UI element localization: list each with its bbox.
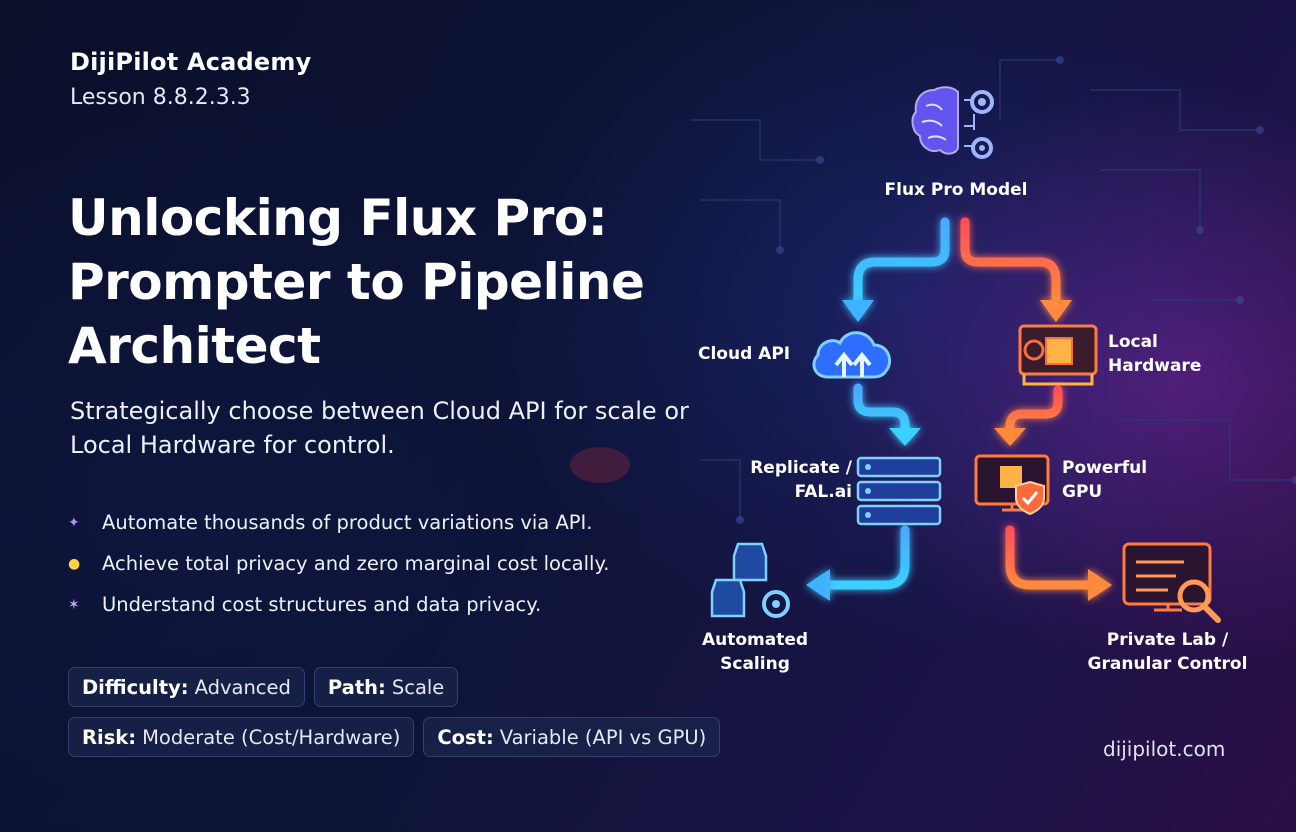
arrowhead-replicate: [889, 428, 921, 446]
tag-key: Difficulty:: [82, 675, 189, 699]
node-private-lab: Private Lab / Granular Control: [1087, 630, 1248, 674]
server-stack-icon: [856, 456, 942, 526]
brand-name: DijiPilot Academy: [70, 48, 312, 76]
list-item-text: Automate thousands of product variations…: [102, 511, 593, 534]
list-item-text: Understand cost structures and data priv…: [102, 593, 542, 616]
tag-key: Risk:: [82, 725, 137, 749]
page-title: Unlocking Flux Pro: Prompter to Pipeline…: [68, 189, 645, 375]
monitor-magnifier-icon: [1122, 542, 1221, 623]
node-automated-scaling: Automated Scaling: [701, 630, 809, 674]
arrow-cloud-to-replicate: [853, 383, 910, 435]
arrow-local-to-gpu: [1005, 385, 1063, 435]
list-item-text: Achieve total privacy and zero marginal …: [102, 552, 610, 575]
lightbulb-icon: ●: [68, 555, 81, 572]
arrowhead-lab: [1088, 569, 1112, 601]
list-item: ● Achieve total privacy and zero margina…: [68, 543, 708, 584]
arrow-model-to-cloud: [853, 217, 950, 305]
tag-key: Path:: [327, 675, 386, 699]
node-flux-pro-model: Flux Pro Model: [884, 180, 1028, 200]
node-local-hardware: Local Hardware: [1108, 332, 1202, 376]
tag-risk: Risk: Moderate (Cost/Hardware): [68, 717, 415, 757]
list-item: ✶ Understand cost structures and data pr…: [68, 584, 708, 625]
gpu-card-icon: [1018, 324, 1098, 386]
arrowhead-gpu: [994, 428, 1026, 446]
node-replicate: Replicate / FAL.ai: [750, 458, 852, 502]
list-item: ✦ Automate thousands of product variatio…: [68, 502, 708, 543]
arrowhead-cloud: [842, 300, 874, 322]
sparkle-icon: ✶: [68, 596, 80, 613]
tag-value: Variable (API vs GPU): [499, 725, 707, 749]
arrowhead-local: [1040, 300, 1072, 322]
tag-value: Scale: [391, 675, 445, 699]
monitor-shield-icon: [974, 454, 1050, 516]
arrow-replicate-to-scaling: [823, 525, 910, 590]
tag-cost: Cost: Variable (API vs GPU): [423, 717, 721, 757]
benefit-list: ✦ Automate thousands of product variatio…: [68, 502, 708, 625]
tag-difficulty: Difficulty: Advanced: [68, 667, 305, 707]
tag-path: Path: Scale: [313, 667, 459, 707]
rocket-icon: ✦: [68, 514, 80, 531]
brain-gears-icon: [911, 86, 994, 159]
site-url: dijipilot.com: [1103, 737, 1226, 761]
arrow-model-to-local: [960, 217, 1061, 305]
page-subtitle: Strategically choose between Cloud API f…: [70, 397, 689, 459]
lesson-tags: Difficulty: Advanced Path: Scale Risk: M…: [68, 667, 768, 767]
cloud-upload-icon: [812, 331, 891, 379]
tag-value: Advanced: [194, 675, 291, 699]
tag-value: Moderate (Cost/Hardware): [142, 725, 401, 749]
node-powerful-gpu: Powerful GPU: [1062, 458, 1148, 502]
tag-key: Cost:: [437, 725, 494, 749]
arrowhead-scaling: [806, 569, 830, 601]
node-cloud-api: Cloud API: [698, 344, 791, 364]
arrow-gpu-to-lab: [1005, 525, 1095, 590]
boxes-gear-icon: [710, 542, 790, 618]
lesson-number: Lesson 8.8.2.3.3: [70, 85, 251, 110]
